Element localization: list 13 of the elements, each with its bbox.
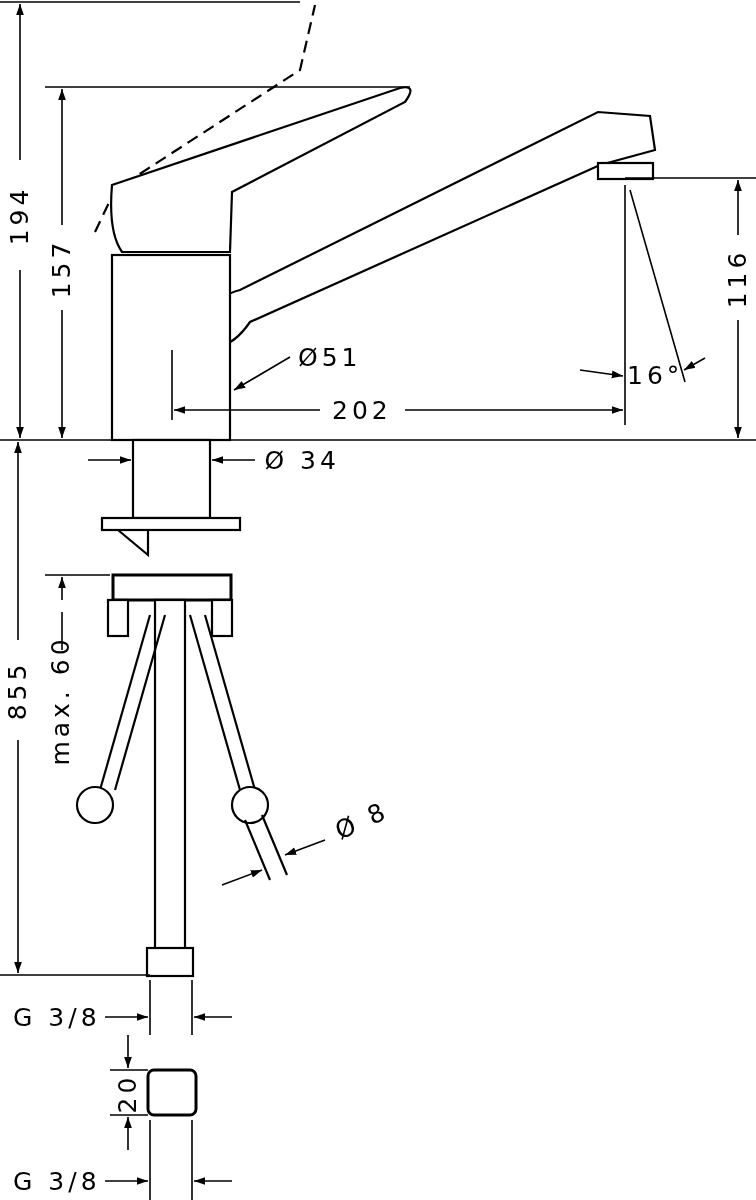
- dimension-label: Ø51: [298, 344, 362, 370]
- dimension-label: 855: [5, 660, 31, 720]
- dimension-label: 157: [49, 238, 75, 298]
- dimension-label: G 3/8: [13, 1004, 101, 1030]
- dimension-label: max. 60: [47, 634, 73, 766]
- dimension-label: 202: [332, 397, 392, 423]
- dimension-label: 116: [725, 248, 751, 308]
- dimension-label: G 3/8: [13, 1168, 101, 1194]
- dimension-label: 194: [7, 185, 33, 245]
- dimension-label: Ø 8: [331, 796, 393, 844]
- dimension-label: 16°: [627, 362, 684, 388]
- dimension-label: Ø 34: [264, 447, 340, 473]
- dimension-label: 20: [115, 1073, 141, 1113]
